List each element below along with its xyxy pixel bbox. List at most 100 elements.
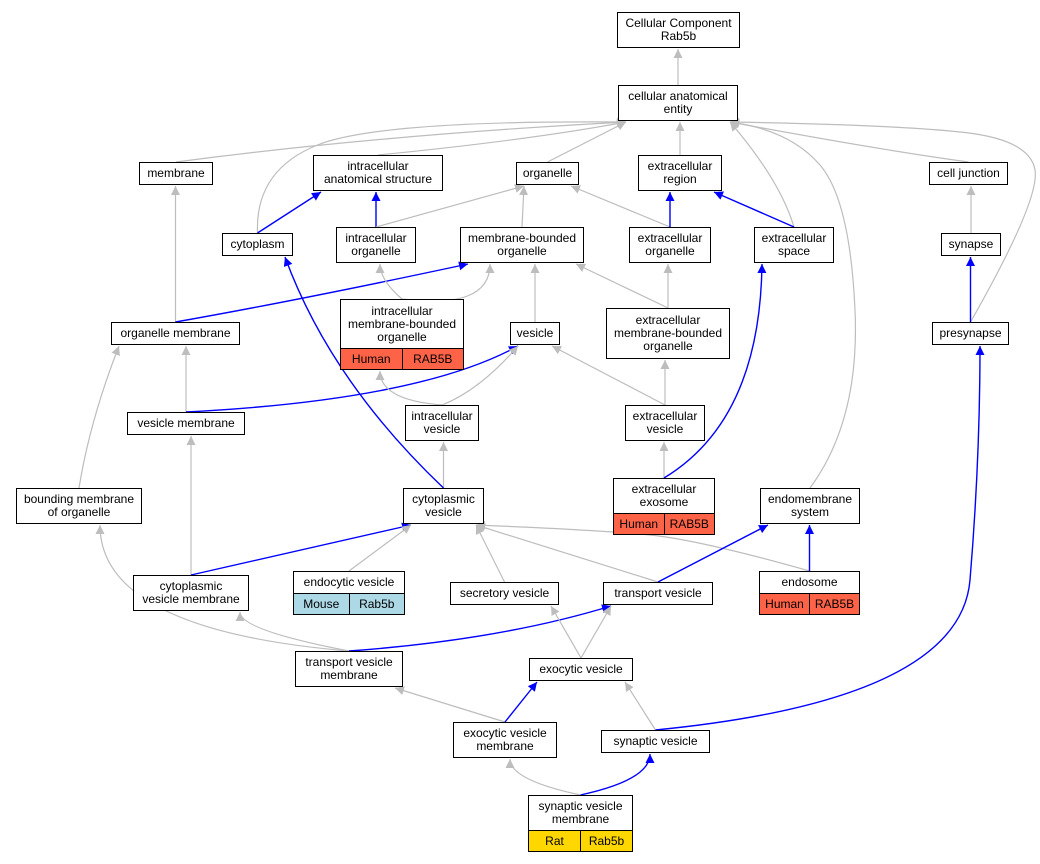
- node-exocytic-vesicle[interactable]: exocytic vesicle: [529, 658, 633, 681]
- node-vesicle[interactable]: vesicle: [510, 322, 560, 345]
- node-ias[interactable]: intracellular anatomical structure: [313, 155, 443, 191]
- node-label: organelle membrane: [120, 326, 231, 340]
- node-label: intracellular anatomical structure: [323, 159, 433, 186]
- edge-is-a-endocytic-vesicle-to-cytoplasmic-vesicle: [348, 524, 412, 572]
- node-synaptic-vesicle[interactable]: synaptic vesicle: [601, 730, 710, 753]
- edge-part-of-extracellular-space-to-extracellular-region: [713, 191, 795, 228]
- node-label: cytoplasm: [230, 237, 285, 251]
- node-label: cellular anatomical entity: [628, 89, 728, 116]
- node-label: cytoplasmic vesicle: [412, 492, 475, 519]
- node-endomembrane-system[interactable]: endomembrane system: [760, 488, 860, 524]
- node-label: synaptic vesicle: [613, 734, 698, 748]
- node-label: extracellular region: [647, 159, 713, 186]
- node-imbo[interactable]: intracellular membrane-bounded organelle…: [340, 299, 464, 370]
- edge-is-a-transport-vesicle-to-cytoplasmic-vesicle: [475, 523, 659, 583]
- node-intracellular-organelle[interactable]: intracellular organelle: [336, 227, 416, 263]
- node-label: extracellular space: [761, 231, 827, 258]
- annotation-species: Rat: [529, 831, 580, 851]
- edge-is-a-intracellular-vesicle-to-vesicle: [441, 345, 519, 406]
- annotation-species: Human: [614, 514, 664, 534]
- node-label: Cellular Component Rab5b: [625, 16, 732, 43]
- edge-is-a-cell-junction-to-cae: [729, 119, 969, 163]
- node-label: extracellular organelle: [637, 231, 703, 258]
- node-cc-root[interactable]: Cellular Component Rab5b: [617, 12, 740, 48]
- edge-is-a-presynapse-to-cae: [729, 117, 1036, 323]
- node-label: endosome: [781, 575, 838, 589]
- edge-is-a-membrane-to-cae: [175, 117, 627, 163]
- node-label: intracellular organelle: [345, 231, 407, 258]
- annotation-gene: RAB5B: [809, 594, 859, 614]
- node-membrane[interactable]: membrane: [139, 162, 213, 185]
- node-synapse[interactable]: synapse: [941, 233, 1001, 256]
- edge-is-a-organelle-to-cae: [547, 121, 627, 163]
- node-extracellular-region[interactable]: extracellular region: [638, 155, 722, 191]
- node-label: synaptic vesicle membrane: [538, 799, 623, 826]
- edge-part-of-vesicle-membrane-to-vesicle: [185, 345, 519, 413]
- edge-is-a-tvm-to-cvm: [235, 611, 350, 652]
- node-label: bounding membrane of organelle: [23, 492, 135, 519]
- edge-is-a-ias-to-cae: [377, 119, 627, 156]
- node-label: endocytic vesicle: [303, 575, 395, 589]
- node-secretory-vesicle[interactable]: secretory vesicle: [450, 582, 559, 605]
- edge-is-a-mbo-to-organelle: [519, 185, 529, 228]
- edge-is-a-extracellular-vesicle-to-vesicle: [551, 345, 666, 406]
- node-extracellular-space[interactable]: extracellular space: [754, 227, 834, 263]
- node-label: transport vesicle membrane: [305, 655, 393, 682]
- node-embo[interactable]: extracellular membrane-bounded organelle: [606, 308, 730, 359]
- edge-is-a-svm-to-evm: [505, 758, 581, 796]
- node-tvm[interactable]: transport vesicle membrane: [295, 651, 403, 687]
- edge-is-a-endomembrane-system-to-cae: [729, 118, 857, 489]
- node-label: extracellular membrane-bounded organelle: [613, 313, 723, 353]
- edge-part-of-cvm-to-cytoplasmic-vesicle: [190, 522, 412, 576]
- edge-part-of-synaptic-vesicle-to-presynapse: [655, 345, 985, 731]
- node-intracellular-vesicle[interactable]: intracellular vesicle: [405, 405, 479, 441]
- node-vesicle-membrane[interactable]: vesicle membrane: [127, 412, 245, 435]
- edge-is-a-cytoplasm-to-cae: [256, 117, 627, 234]
- node-label: extracellular vesicle: [632, 409, 698, 436]
- edge-is-a-intracellular-organelle-to-organelle: [375, 184, 525, 228]
- node-extracellular-vesicle[interactable]: extracellular vesicle: [625, 405, 705, 441]
- node-label: exocytic vesicle membrane: [463, 726, 547, 753]
- edge-is-a-embo-to-mbo: [575, 263, 669, 309]
- edge-part-of-organelle-membrane-to-mbo: [175, 261, 469, 323]
- node-label: intracellular membrane-bounded organelle: [347, 303, 457, 344]
- edge-is-a-extracellular-space-to-cae: [729, 121, 795, 228]
- annotation-gene: Rab5b: [580, 831, 632, 851]
- annotation-gene: Rab5b: [348, 594, 404, 614]
- node-label: transport vesicle: [614, 586, 702, 600]
- node-label: endomembrane system: [767, 492, 853, 519]
- node-transport-vesicle[interactable]: transport vesicle: [603, 582, 713, 605]
- node-cytoplasmic-vesicle[interactable]: cytoplasmic vesicle: [403, 488, 484, 524]
- edge-is-a-synaptic-vesicle-to-exocytic-vesicle: [624, 681, 657, 731]
- node-label: organelle: [522, 166, 573, 180]
- edge-is-a-bounding-membrane-to-organelle-membrane: [78, 345, 120, 489]
- annotation-species: Mouse: [294, 594, 349, 614]
- node-cvm[interactable]: cytoplasmic vesicle membrane: [133, 575, 249, 611]
- edge-is-a-intracellular-vesicle-to-imbo: [375, 370, 443, 406]
- annotation-species: Human: [341, 349, 402, 369]
- edge-is-a-extracellular-organelle-to-organelle: [570, 185, 671, 228]
- node-cae[interactable]: cellular anatomical entity: [618, 85, 738, 121]
- node-presynapse[interactable]: presynapse: [932, 322, 1009, 345]
- node-label: synapse: [948, 237, 994, 251]
- node-cell-junction[interactable]: cell junction: [929, 162, 1008, 185]
- node-organelle[interactable]: organelle: [516, 162, 579, 185]
- node-extracellular-organelle[interactable]: extracellular organelle: [629, 227, 711, 263]
- node-cytoplasm[interactable]: cytoplasm: [222, 233, 293, 256]
- edge-part-of-cytoplasmic-vesicle-to-cytoplasm: [283, 256, 444, 489]
- node-label: membrane: [147, 166, 205, 180]
- edge-part-of-extracellular-exosome-to-extracellular-space: [663, 263, 767, 479]
- node-mbo[interactable]: membrane-bounded organelle: [460, 227, 584, 263]
- node-label: cytoplasmic vesicle membrane: [142, 579, 240, 606]
- node-evm[interactable]: exocytic vesicle membrane: [453, 722, 557, 758]
- node-organelle-membrane[interactable]: organelle membrane: [111, 322, 240, 345]
- node-bounding-membrane[interactable]: bounding membrane of organelle: [16, 488, 142, 524]
